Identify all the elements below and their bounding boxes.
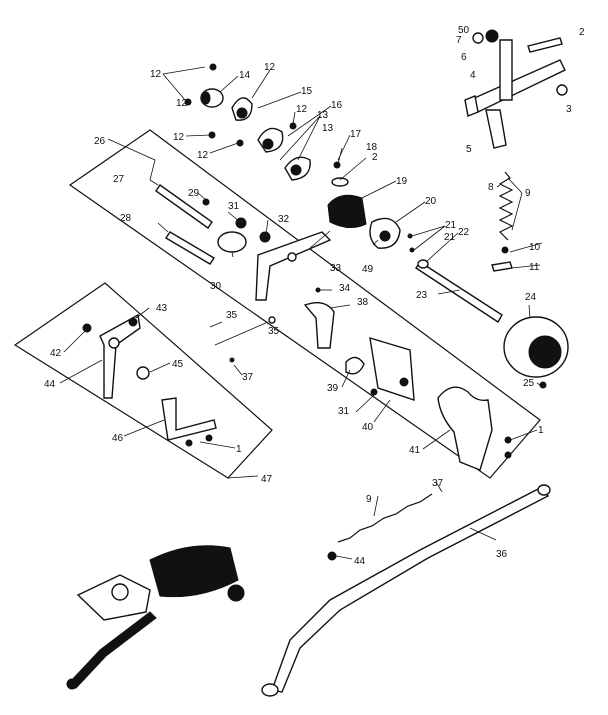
callout-9-b: 9 [366,494,372,505]
callout-37-b: 37 [242,372,254,383]
callout-26: 26 [94,136,106,147]
group-26-parts [155,184,332,346]
callout-27: 27 [113,174,125,185]
callout-9: 9 [525,188,531,199]
callout-30: 30 [210,281,222,292]
callout-10: 10 [529,242,541,253]
callout-1-b: 1 [538,425,544,436]
callout-13-b: 13 [322,123,334,134]
callout-12-f: 12 [176,98,188,109]
callout-13: 13 [317,110,329,121]
callout-44-b: 44 [354,556,366,567]
callout-38: 38 [357,297,369,308]
callout-22: 22 [458,227,470,238]
callout-12-e: 12 [197,150,209,161]
callout-31-b: 31 [338,406,350,417]
callout-12-d: 12 [173,132,185,143]
part-41 [437,386,493,471]
callout-41: 41 [409,445,421,456]
callout-12: 12 [150,69,162,80]
callout-23: 23 [416,290,428,301]
callout-20: 20 [425,196,437,207]
callout-16: 16 [331,100,343,111]
callout-11: 11 [529,262,540,273]
callout-6: 6 [461,52,467,63]
callout-47: 47 [261,474,273,485]
callout-19: 19 [396,176,408,187]
callouts: 1 2 3 4 5 6 7 8 9 10 11 12 13 14 15 16 1… [44,25,585,567]
assembled-mechanism [66,545,245,690]
callout-40: 40 [362,422,374,433]
callout-29: 29 [188,188,200,199]
callout-1: 1 [236,444,242,455]
callout-36: 36 [496,549,508,560]
callout-42: 42 [50,348,62,359]
callout-5: 5 [466,144,472,155]
callout-50: 50 [458,25,470,36]
callout-32: 32 [278,214,290,225]
callout-34: 34 [339,283,351,294]
callout-21: 21 [445,220,457,231]
callout-33: 33 [330,263,342,274]
callout-7: 7 [456,35,462,46]
leader-lines [59,66,543,560]
callout-17: 17 [350,129,362,140]
callout-2: 2 [579,27,585,38]
callout-24: 24 [525,292,537,303]
center-parts [229,194,415,401]
callout-37: 37 [432,478,444,489]
callout-28: 28 [120,213,132,224]
callout-44: 44 [44,379,56,390]
callout-8: 8 [488,182,494,193]
callout-12-b: 12 [264,62,276,73]
callout-43: 43 [156,303,168,314]
group-47-outline [13,282,273,479]
callout-46: 46 [112,433,124,444]
group-26-outline [68,129,541,479]
callout-15: 15 [301,86,313,97]
callout-35-b: 35 [268,326,280,337]
group-47-parts [82,313,217,447]
callout-31: 31 [228,201,240,212]
shaft-and-cam [415,259,569,389]
callout-2-b: 2 [372,152,378,163]
link-36-assembly [261,484,551,697]
callout-45: 45 [172,359,184,370]
callout-35: 35 [226,310,238,321]
callout-39: 39 [327,383,339,394]
callout-49: 49 [362,264,374,275]
bracket-assembly [464,29,568,149]
callout-3: 3 [566,104,572,115]
callout-21-b: 21 [444,232,456,243]
callout-4: 4 [470,70,476,81]
bushings-12-18 [184,63,349,187]
callout-14: 14 [239,70,251,81]
callout-25: 25 [523,378,535,389]
callout-18: 18 [366,142,378,153]
spring-assembly [491,171,514,272]
callout-12-c: 12 [296,104,308,115]
